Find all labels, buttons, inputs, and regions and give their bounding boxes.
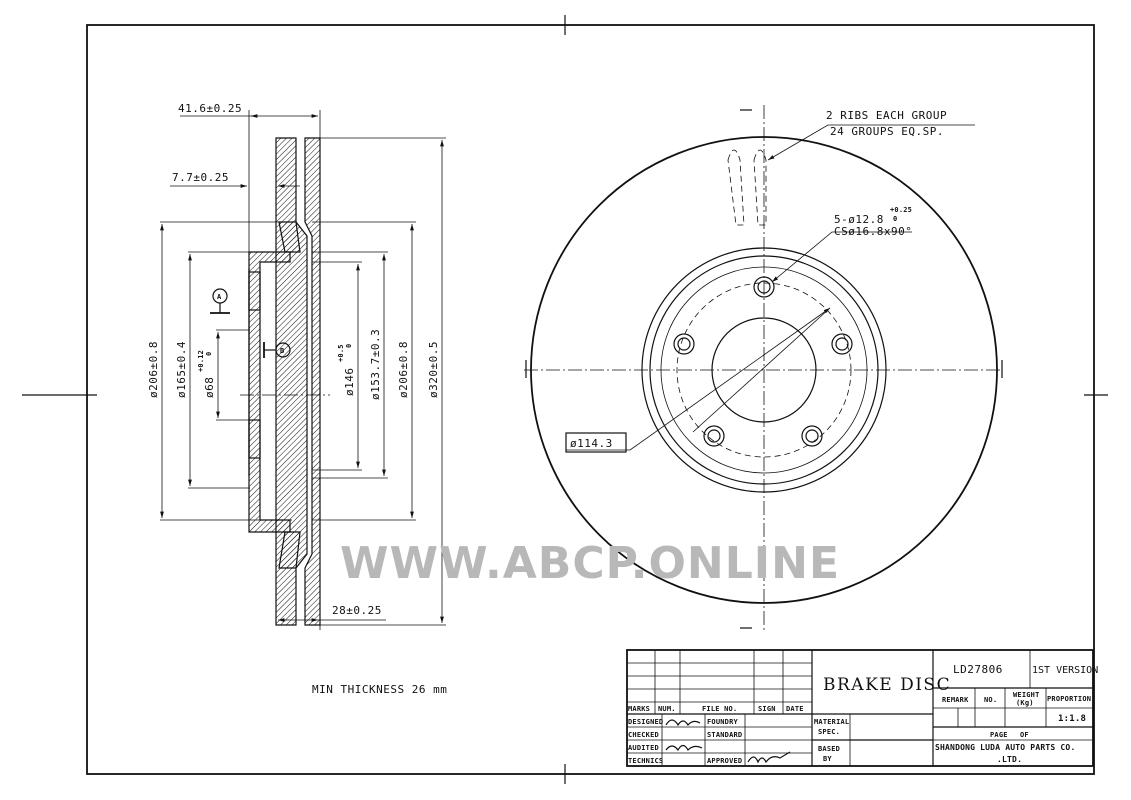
hat-bottom-neck (278, 531, 301, 569)
company-line1: SHANDONG LUDA AUTO PARTS CO. (935, 743, 1075, 752)
of-label: OF (1020, 731, 1029, 739)
rib-detail (727, 149, 767, 226)
front-view: 2 RIBS EACH GROUP 24 GROUPS EQ.SP. 5-ø12… (524, 105, 1003, 630)
remark-label: REMARK (942, 696, 969, 704)
dia-146-tol: +0.5 (337, 344, 345, 362)
holes-note-line1: 5-ø12.8 (834, 213, 884, 226)
dia-68-tol: +0.12 (197, 350, 205, 372)
company-line2: .LTD. (997, 755, 1022, 764)
right-friction-face (304, 137, 321, 626)
col-marks: MARKS (628, 705, 650, 713)
dia-165-dim: ø165±0.4 (175, 341, 188, 398)
based-label-2: BY (823, 755, 832, 763)
dia-206-right-dim: ø206±0.8 (397, 341, 410, 398)
holes-tol-high: +0.25 (890, 206, 912, 214)
technics-label: TECHNICS (628, 757, 663, 765)
datum-b-label: B (280, 347, 284, 355)
checked-label: CHECKED (628, 731, 659, 739)
bolt-holes (673, 276, 853, 447)
holes-note-line2: CSø16.8x90° (834, 225, 912, 238)
center-bore (711, 317, 817, 423)
disc-thickness-dim: 28±0.25 (332, 604, 382, 617)
audited-label: AUDITED (628, 744, 659, 752)
pcd-box (565, 432, 627, 453)
foundry-label: FOUNDRY (707, 718, 738, 726)
proportion-value: 1:1.8 (1058, 714, 1086, 724)
dia-68-dim: ø68 (203, 377, 216, 398)
material-label-2: SPEC. (818, 728, 840, 736)
proportion-label: PROPORTION (1047, 695, 1091, 703)
col-date: DATE (786, 705, 804, 713)
no-label: NO. (984, 696, 997, 704)
part-name: BRAKE DISC (823, 675, 951, 695)
weight-label: WEIGHT (1013, 691, 1040, 699)
braking-band-inner (641, 247, 887, 493)
watermark: WWW.ABCP.ONLINE (340, 538, 840, 589)
datum-a-label: A (217, 293, 222, 301)
holes-tol-low: 0 (893, 215, 897, 223)
approved-label: APPROVED (707, 757, 742, 765)
weight-unit: (Kg) (1016, 699, 1034, 707)
hat-inner (660, 266, 868, 474)
drawing-frame (22, 15, 1108, 784)
ribs-note-line1: 2 RIBS EACH GROUP (826, 109, 947, 122)
based-label-1: BASED (818, 745, 840, 753)
title-block: MARKS NUM. FILE NO. SIGN DATE DESIGNED C… (626, 649, 1098, 767)
overall-width-dim: 41.6±0.25 (178, 102, 242, 115)
designed-label: DESIGNED (628, 718, 663, 726)
min-thickness-note: MIN THICKNESS 26 mm (312, 683, 447, 696)
version-label: 1ST VERSION (1032, 665, 1098, 676)
hat-outer (649, 255, 879, 485)
pcd-circle (676, 282, 852, 458)
page-label: PAGE (990, 731, 1008, 739)
side-section-view: A B 41.6±0.25 7.7±0.25 28±0.25 ø206±0.8 … (147, 102, 446, 630)
disc-outer-edge (530, 136, 998, 604)
dia-146-dim: ø146 (343, 368, 356, 397)
col-num: NUM. (658, 705, 676, 713)
dia-153-dim: ø153.7±0.3 (369, 329, 382, 400)
col-file-no: FILE NO. (702, 705, 737, 713)
material-label-1: MATERIAL (814, 718, 849, 726)
dia-146-tol-low: 0 (345, 344, 353, 348)
ribs-note-line2: 24 GROUPS EQ.SP. (830, 125, 944, 138)
col-sign: SIGN (758, 705, 776, 713)
signature-marks (665, 719, 791, 764)
dia-206-left-dim: ø206±0.8 (147, 341, 160, 398)
dia-320-dim: ø320±0.5 (427, 341, 440, 398)
dia-68-tol-low: 0 (205, 352, 213, 356)
standard-label: STANDARD (707, 731, 742, 739)
part-number: LD27806 (953, 663, 1003, 676)
hat-thickness-dim: 7.7±0.25 (172, 171, 229, 184)
pcd-dim: ø114.3 (570, 437, 613, 450)
